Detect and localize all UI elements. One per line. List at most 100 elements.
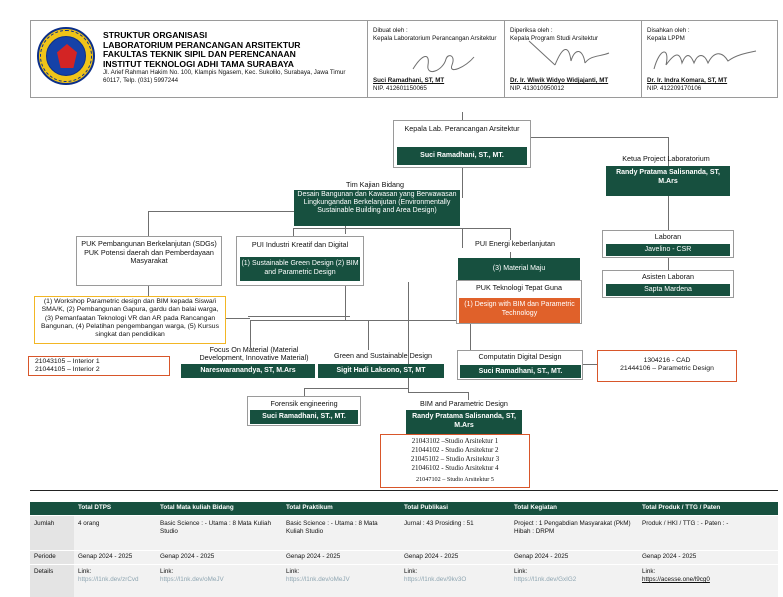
connector-line <box>468 392 469 400</box>
signature-block-checked: Diperiksa oleh : Kepala Program Studi Ar… <box>505 21 642 97</box>
details-link[interactable]: https://l1nk.dev/9kv3O <box>404 576 467 583</box>
node-puk-sdgs-programs: (1) Workshop Parametric design dan BIM k… <box>34 296 226 344</box>
connector-line <box>368 320 369 350</box>
node-asisten: Asisten Laboran Sapta Mardena <box>602 270 734 298</box>
table-cell: Basic Science : - Utama : 8 Mata Kuliah … <box>156 516 282 550</box>
institution-block: STRUKTUR ORGANISASI LABORATORIUM PERANCA… <box>31 21 368 97</box>
node-green-name: Sigit Hadi Laksono, ST, MT <box>318 364 444 378</box>
node-laboran: Laboran Javelino - CSR <box>602 230 734 258</box>
node-pui-energi-body: (3) Material Maju <box>458 258 580 280</box>
signature-2-icon <box>528 40 610 66</box>
connector-line <box>148 211 294 212</box>
node-green-title: Green and Sustainable Design <box>334 351 432 360</box>
node-title: PUK Teknologi Tepat Guna <box>475 283 563 292</box>
course-item: 21043105 – Interior 1 <box>35 358 100 365</box>
node-bim-name: Randy Pratama Salisnanda, ST, M.Ars <box>406 410 522 434</box>
signature-nip: NIP. 412601150065 <box>373 85 427 92</box>
table-cell: Link: https://l1nk.dev/oMeJV <box>156 565 282 597</box>
table-row: Details Link: https://l1nk.dev/zrCvd Lin… <box>30 565 778 597</box>
signature-name: Suci Ramadhani, ST, MT <box>373 77 445 84</box>
node-kepala-lab: Kepala Lab. Perancangan Arsitektur Suci … <box>393 120 531 168</box>
link-label: Link: <box>642 568 656 575</box>
org-title: STRUKTUR ORGANISASI LABORATORIUM PERANCA… <box>103 30 301 69</box>
table-cell: Project : 1 Pengabdian Masyarakat (PkM) … <box>510 516 638 550</box>
node-forensik: Forensik engineering Suci Ramadhani, ST.… <box>247 396 361 426</box>
connector-line <box>462 228 463 248</box>
connector-line <box>345 224 346 234</box>
signature-role: Kepala LPPM <box>647 35 685 42</box>
details-link[interactable]: https://acesse.one/l9cg0 <box>642 576 710 583</box>
table-row: Jumlah 4 orang Basic Science : - Utama :… <box>30 516 778 550</box>
logo-ring <box>40 30 92 82</box>
node-pui-energi-title: PUI Energi keberlanjutan <box>475 239 555 248</box>
signature-label: Diperiksa oleh : Kepala Program Studi Ar… <box>510 27 640 43</box>
signature-role: Kepala Laboratorium Perancangan Arsitekt… <box>373 35 497 42</box>
table-cell: Basic Science : - Utama : 8 Mata Kuliah … <box>282 516 400 550</box>
node-title: PUI Industri Kreatif dan Digital <box>251 240 349 249</box>
signature-nip: NIP. 413010950012 <box>510 85 565 92</box>
table-cell: Genap 2024 - 2025 <box>282 551 400 564</box>
details-link[interactable]: https://l1nk.dev/GxIG2 <box>514 576 577 583</box>
connector-line <box>583 364 597 365</box>
table-cell: Link: https://l1nk.dev/GxIG2 <box>510 565 638 597</box>
node-title: Computatin Digital Design <box>478 352 562 361</box>
connector-line <box>304 388 408 389</box>
connector-line <box>408 282 409 392</box>
details-link[interactable]: https://l1nk.dev/oMeJV <box>160 576 224 583</box>
table-row-label: Jumlah <box>34 520 55 527</box>
details-link[interactable]: https://l1nk.dev/oMeJV <box>286 576 350 583</box>
node-name: Sapta Mardena <box>606 284 730 296</box>
table-cell: Produk / HKI / TTG : - Paten : - <box>638 516 778 550</box>
node-title: Asisten Laboran <box>642 272 694 281</box>
connector-line <box>668 196 669 232</box>
connector-line <box>304 388 305 396</box>
node-name: Suci Ramadhani, ST., MT. <box>397 147 527 165</box>
signature-caption: Disahkan oleh : <box>647 27 690 34</box>
signature-name: Dr. Ir. Wiwik Widyo Widjajanti, MT <box>510 77 609 84</box>
signature-role: Kepala Program Studi Arsitektur <box>510 35 599 42</box>
connector-line <box>148 286 149 296</box>
course-item: 21043102 –Studio Arsitektur 1 <box>411 437 499 445</box>
org-title-line: LABORATORIUM PERANCANGAN ARSITEKTUR <box>103 39 301 50</box>
signature-nip: NIP. 412209170106 <box>647 85 702 92</box>
node-puk-sdgs: PUK Pembangunan Berkelanjutan (SDGs) PUK… <box>76 236 222 286</box>
course-item: 21044105 – Interior 2 <box>35 366 100 373</box>
table-header-cell: Total Praktikum <box>286 504 333 511</box>
connector-line <box>293 228 510 229</box>
details-link[interactable]: https://l1nk.dev/zrCvd <box>78 576 139 583</box>
signature-name: Dr. Ir. Indra Komara, ST, MT <box>647 77 728 84</box>
table-header-cell: Total Mata kuliah Bidang <box>160 504 234 511</box>
node-puk-ttg: PUK Teknologi Tepat Guna (1) Design with… <box>456 280 582 324</box>
node-material-name: Nareswaranandya, ST, M.Ars <box>181 364 315 378</box>
course-item: 21046102 - Studio Arsitektur 4 <box>411 464 499 472</box>
node-bim-title: BIM and Parametric Design <box>420 399 508 408</box>
signature-caption: Dibuat oleh : <box>373 27 408 34</box>
table-header-cell <box>30 502 74 515</box>
course-item: 21047102 – Studio Arsitektur 5 <box>415 476 495 483</box>
node-text: PUK Pembangunan Berkelanjutan (SDGs) PUK… <box>81 239 217 266</box>
table-cell: Link: https://l1nk.dev/9kv3O <box>400 565 510 597</box>
node-body: (1) Sustainable Green Design (2) BIM and… <box>240 257 360 281</box>
material-courses-box: 21043105 – Interior 1 21044105 – Interio… <box>28 356 170 376</box>
table-cell: Genap 2024 - 2025 <box>156 551 282 564</box>
node-name: Suci Ramadhani, ST., MT. <box>250 410 358 424</box>
logo-shield <box>46 36 86 76</box>
table-cell: Link: https://acesse.one/l9cg0 <box>638 565 778 597</box>
connector-line <box>408 392 468 393</box>
table-cell: Genap 2024 - 2025 <box>510 551 638 564</box>
logo-emblem-icon <box>57 44 77 68</box>
course-item: 21044102 - Studio Arsitektur 2 <box>411 446 499 454</box>
connector-line <box>668 137 669 169</box>
table-header-cell: Total DTPS <box>78 504 112 511</box>
signature-caption: Diperiksa oleh : <box>510 27 553 34</box>
document-header: STRUKTUR ORGANISASI LABORATORIUM PERANCA… <box>30 20 778 98</box>
org-address: Jl. Arief Rahman Hakim No. 100, Klampis … <box>103 69 346 84</box>
table-cell: 4 orang <box>74 516 156 550</box>
link-label: Link: <box>514 568 528 575</box>
link-label: Link: <box>160 568 174 575</box>
table-row-label: Periode <box>34 553 56 560</box>
table-row: Periode Genap 2024 - 2025 Genap 2024 - 2… <box>30 551 778 564</box>
org-title-line: FAKULTAS TEKNIK SIPIL DAN PERENCANAAN <box>103 49 296 60</box>
node-name: Suci Ramadhani, ST., MT. <box>460 365 581 378</box>
connector-line <box>293 228 294 236</box>
